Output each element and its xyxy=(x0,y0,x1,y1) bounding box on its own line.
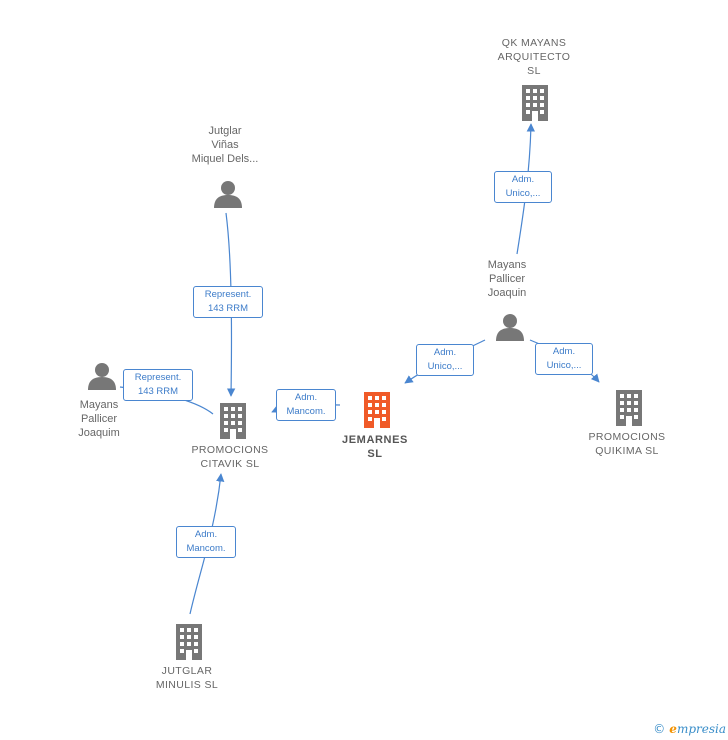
person-icon[interactable] xyxy=(213,180,243,208)
person-icon[interactable] xyxy=(495,313,525,341)
building-icon[interactable] xyxy=(362,392,392,428)
edge-label[interactable]: Adm. Unico,... xyxy=(416,344,474,376)
building-icon[interactable] xyxy=(174,624,204,660)
node-label-jemarnes: JEMARNES SL xyxy=(342,434,408,460)
brand-logo-text: mpresia xyxy=(676,722,726,736)
copyright-icon: © xyxy=(653,722,666,736)
building-icon[interactable] xyxy=(520,85,550,121)
brand-logo-letter: e xyxy=(669,722,677,736)
node-label-mayans-pallicer-left: Mayans Pallicer Joaquim xyxy=(78,399,120,439)
building-icon[interactable] xyxy=(218,403,248,439)
node-label-promocions-citavik: PROMOCIONS CITAVIK SL xyxy=(191,444,269,470)
node-label-jutglar-minulis: JUTGLAR MINULIS SL xyxy=(155,665,219,691)
node-label-jutglar-vinas: Jutglar Viñas Miquel Dels... xyxy=(191,125,259,165)
edge-label[interactable]: Represent. 143 RRM xyxy=(193,286,263,318)
brand-footer[interactable]: ©empresia xyxy=(653,722,726,736)
edge-label[interactable]: Adm. Mancom. xyxy=(176,526,236,558)
edge-label[interactable]: Adm. Mancom. xyxy=(276,389,336,421)
building-icon[interactable] xyxy=(614,390,644,426)
person-icon[interactable] xyxy=(87,362,117,390)
node-label-mayans-pallicer-top: Mayans Pallicer Joaquin xyxy=(487,259,527,299)
node-label-qk-mayans: QK MAYANS ARQUITECTO SL xyxy=(497,37,571,77)
edge-label[interactable]: Adm. Unico,... xyxy=(494,171,552,203)
node-label-promocions-quikima: PROMOCIONS QUIKIMA SL xyxy=(588,431,666,457)
edge-label[interactable]: Adm. Unico,... xyxy=(535,343,593,375)
edge-label[interactable]: Represent. 143 RRM xyxy=(123,369,193,401)
